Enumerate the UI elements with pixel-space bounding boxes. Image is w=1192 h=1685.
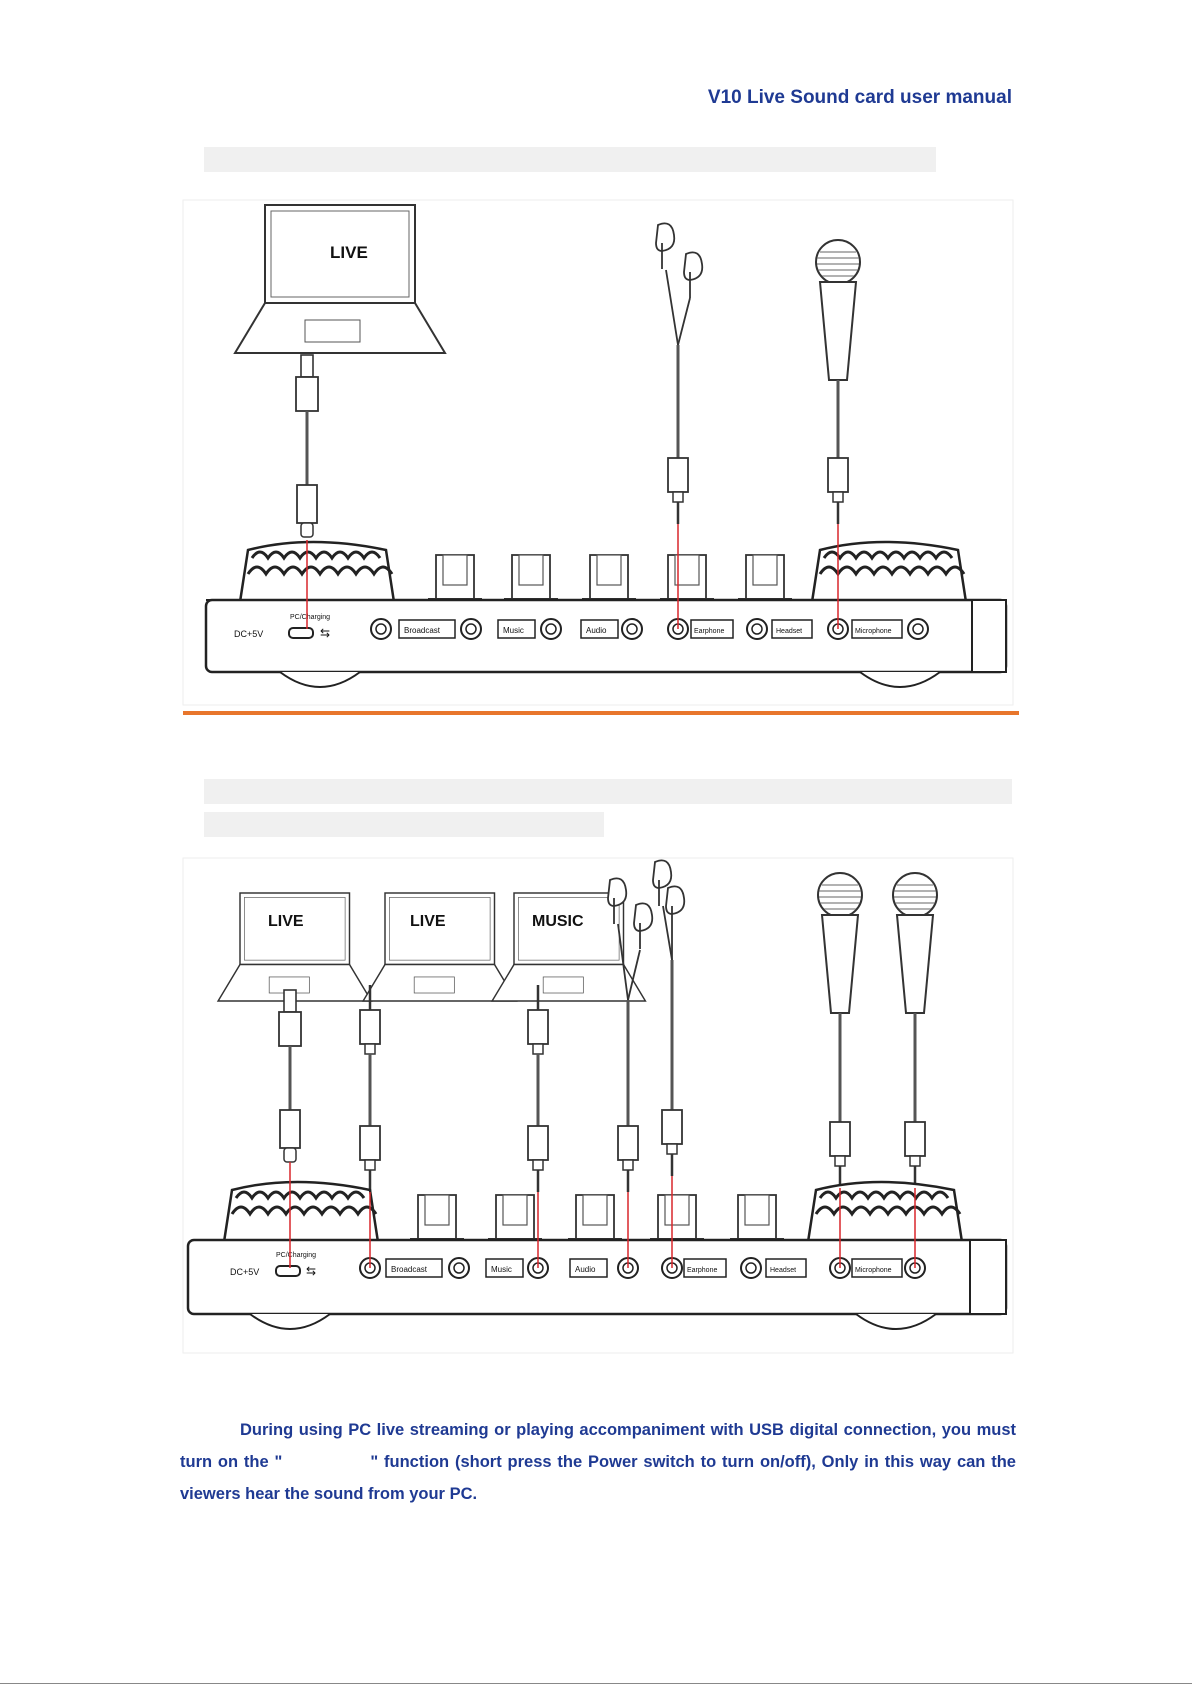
microphone-icon (814, 238, 862, 414)
pc-charging-label: PC/Charging (276, 1252, 316, 1259)
audio-label: Audio (586, 626, 607, 635)
instruction-text-part1: During using PC live streaming or playin… (180, 1421, 1016, 1471)
dc-5v-label: DC+5V (234, 629, 263, 639)
earphone-icon (655, 222, 676, 270)
diagram-2: LIVE LIVE MUSIC (182, 857, 1014, 1354)
typec-plug (295, 463, 319, 539)
typec-plug (278, 1088, 302, 1164)
laptop-live (234, 204, 446, 354)
microphone-jack-2 (903, 1120, 927, 1190)
usb-plug (294, 353, 320, 437)
microphone-label: Microphone (855, 1267, 892, 1274)
dc-5v-label: DC+5V (230, 1267, 259, 1277)
earphone-jack (666, 456, 690, 526)
microphone-label: Microphone (855, 628, 892, 635)
manual-header-title: V10 Live Sound card user manual (707, 87, 1012, 108)
microphone-icon (816, 871, 864, 1047)
audio-out-jack (616, 1124, 640, 1194)
earphone-icon-2 (683, 251, 704, 299)
music-label: Music (491, 1265, 512, 1274)
earphone-icon-2 (633, 902, 654, 950)
sound-card-body-2: DC+5V PC/Charging ⇆ Broadcast Music Audi… (186, 1180, 1008, 1330)
laptop-live-2 (362, 892, 518, 1002)
music-aux-jack (526, 1124, 550, 1194)
laptop-screen-label-2: LIVE (410, 913, 446, 930)
laptop-screen-label-1: LIVE (268, 913, 304, 930)
laptop-screen-label: LIVE (330, 243, 368, 262)
redacted-caption-1 (204, 147, 936, 172)
headset-label: Headset (776, 628, 802, 635)
earphone-label: Earphone (687, 1267, 717, 1274)
earphone-icon-4 (665, 885, 686, 933)
audio-label: Audio (575, 1265, 596, 1274)
microphone-jack (826, 456, 850, 526)
earphone-label: Earphone (694, 628, 724, 635)
laptop-live-1 (217, 892, 373, 1002)
headset-label: Headset (770, 1267, 796, 1274)
laptop-music (491, 892, 647, 1002)
earphone-jack (660, 1108, 684, 1178)
usb-plug (277, 988, 303, 1072)
instruction-paragraph: During using PC live streaming or playin… (180, 1414, 1016, 1510)
section-divider (183, 711, 1019, 715)
redacted-caption-2b (204, 812, 604, 837)
microphone-jack (828, 1120, 852, 1190)
instruction-text-part2: " function (short press the Power switch… (180, 1453, 1016, 1503)
pc-charging-label: PC/Charging (290, 614, 330, 621)
broadcast-label: Broadcast (391, 1265, 428, 1274)
broadcast-label: Broadcast (404, 626, 441, 635)
redacted-caption-2a (204, 779, 1012, 804)
usb-symbol-icon: ⇆ (320, 626, 330, 640)
sound-card-body-1: DC+5V PC/Charging ⇆ Broadcast Music Audi… (204, 540, 1008, 688)
diagram-1: LIVE DC+5V PC/Charging (182, 199, 1014, 706)
broadcast-aux-jack (358, 1124, 382, 1194)
usb-symbol-icon: ⇆ (306, 1264, 316, 1278)
microphone-icon-2 (891, 871, 939, 1047)
laptop-screen-label-3: MUSIC (532, 913, 584, 930)
page-bottom-border (0, 1683, 1192, 1684)
music-label: Music (503, 626, 524, 635)
